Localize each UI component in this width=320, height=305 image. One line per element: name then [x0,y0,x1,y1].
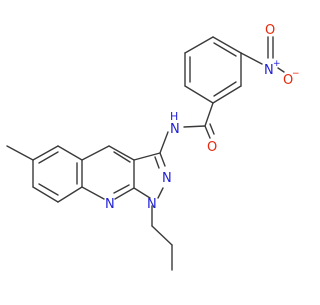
bond [38,151,59,164]
bond [184,85,214,104]
bond [133,152,161,161]
structure-svg: N + O − O O N H N N N [6,23,300,271]
bond [157,187,164,199]
bond [159,131,169,154]
bond [277,67,285,73]
bond [114,187,135,200]
bond [240,52,263,65]
bond [183,125,206,128]
bond [6,145,34,161]
bond [108,145,135,161]
bond-double [213,42,237,57]
bond [113,184,130,194]
pyrazole-n2-label: N [162,171,172,186]
bond [184,36,214,54]
amide-n-label: N [170,122,180,137]
bond [212,36,242,54]
bond [159,152,166,167]
bond [38,183,59,196]
bond-double [213,81,237,97]
bond [151,225,173,246]
bond [113,151,131,163]
molecule-diagram: N + O − O O N H N N N [6,23,300,271]
nitro-charge-plus: + [273,59,281,69]
bond [154,156,160,169]
nitro-o-top-label: O [265,23,275,38]
bond [133,187,151,199]
amide-h-label: H [170,110,178,123]
nitro-o-right-label: O [283,73,293,88]
pyridine-n-label: N [105,197,115,212]
nitro-n-label: N [264,63,274,78]
nitro-charge-minus: − [292,69,300,79]
bond [204,102,214,127]
bond [81,145,110,161]
amide-o-label: O [207,140,217,155]
bond [204,125,211,139]
bond [57,186,83,203]
bond [212,85,242,104]
bond [32,186,59,203]
bonds [6,36,285,271]
bond [209,123,215,135]
pyrazole-n1-label: N [147,197,157,212]
bond [32,145,59,161]
bond [57,145,83,161]
atom-labels: N + O − O O N H N N N [105,23,300,212]
bond [81,186,105,200]
